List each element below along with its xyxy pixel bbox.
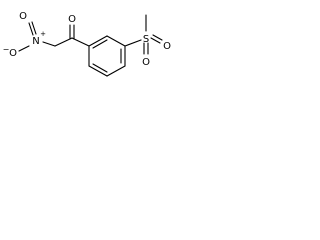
bond-n-o-top-2 (31, 21, 37, 35)
nitro-n-charge-label: + (40, 30, 46, 38)
structure-diagram: O N + O − O (0, 0, 225, 106)
molecule-drawing: O N + O − O (3, 11, 171, 77)
benzene-ring (88, 35, 126, 77)
sulfur-label: S (143, 34, 149, 45)
sulfonyl-o-bottom-label: O (142, 57, 150, 68)
bond-s-o-right-1 (150, 37, 161, 44)
nitro-o-top-label: O (19, 11, 27, 22)
bond-ch2-co (54, 37, 73, 47)
bond-n-o-bottom (18, 45, 30, 52)
ring-double-3 (92, 63, 108, 73)
sulfonyl-o-right-label: O (163, 41, 171, 52)
ring-bond-1 (88, 35, 108, 47)
bond-co-ring (71, 37, 90, 47)
methylsulfonyl-group: S O O (124, 14, 171, 68)
bond-ring-s (124, 39, 142, 47)
carbonyl-group: O (54, 14, 90, 47)
ring-bond-4 (106, 65, 126, 77)
ketone-o-label: O (68, 14, 76, 25)
bond-s-o-right-2 (152, 34, 163, 41)
ring-double-1 (92, 39, 108, 49)
nitro-o-bottom-label: O (9, 48, 17, 59)
nitro-o-bottom-charge-label: − (3, 45, 10, 54)
ring-bond-2 (106, 35, 126, 47)
bond-n-o-top-1 (28, 22, 34, 36)
nitro-n-label: N (32, 36, 39, 47)
nitro-group: O N + O − (3, 11, 56, 59)
ring-bond-5 (88, 65, 108, 77)
bond-n-ch2 (42, 41, 56, 47)
